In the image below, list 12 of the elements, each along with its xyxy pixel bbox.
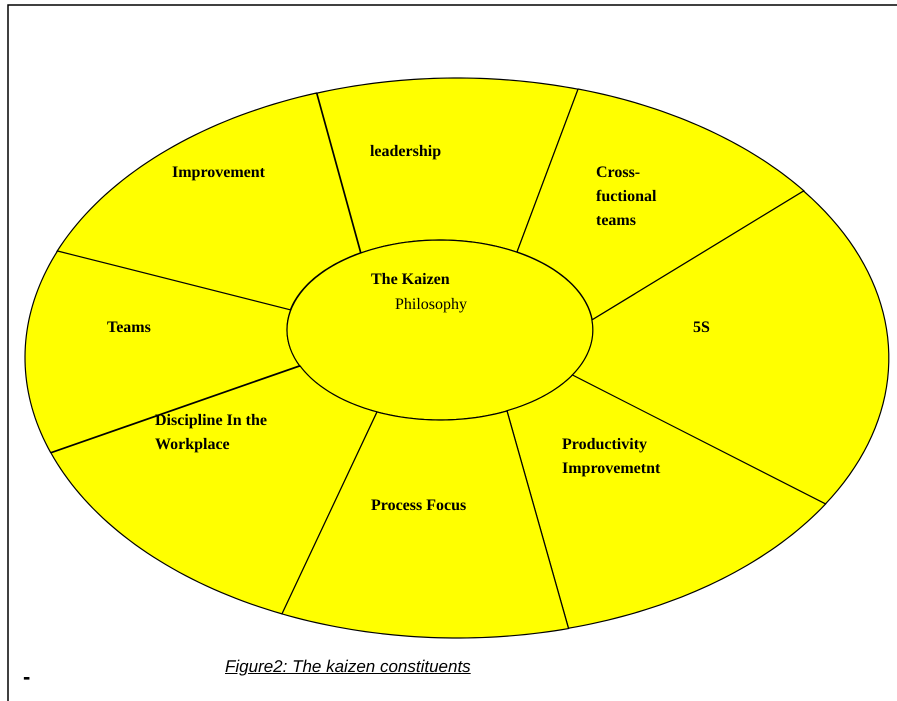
- dash-mark: -: [23, 664, 30, 690]
- figure-caption: Figure2: The kaizen constituents: [225, 657, 471, 677]
- segment-label: leadership: [370, 142, 442, 162]
- segment-label: Productivity Improvemetnt: [562, 434, 662, 479]
- segment-label: 5S: [692, 318, 711, 338]
- center-subtitle: Philosophy: [395, 295, 468, 315]
- segment-label: Discipline In the Workplace: [154, 410, 268, 455]
- segment-label: Process Focus: [370, 496, 468, 516]
- segment-label: Teams: [106, 318, 152, 338]
- segment-label: Cross- fuctional teams: [596, 162, 658, 231]
- center-title: The Kaizen: [371, 270, 451, 290]
- segment-label: Improvement: [172, 162, 266, 183]
